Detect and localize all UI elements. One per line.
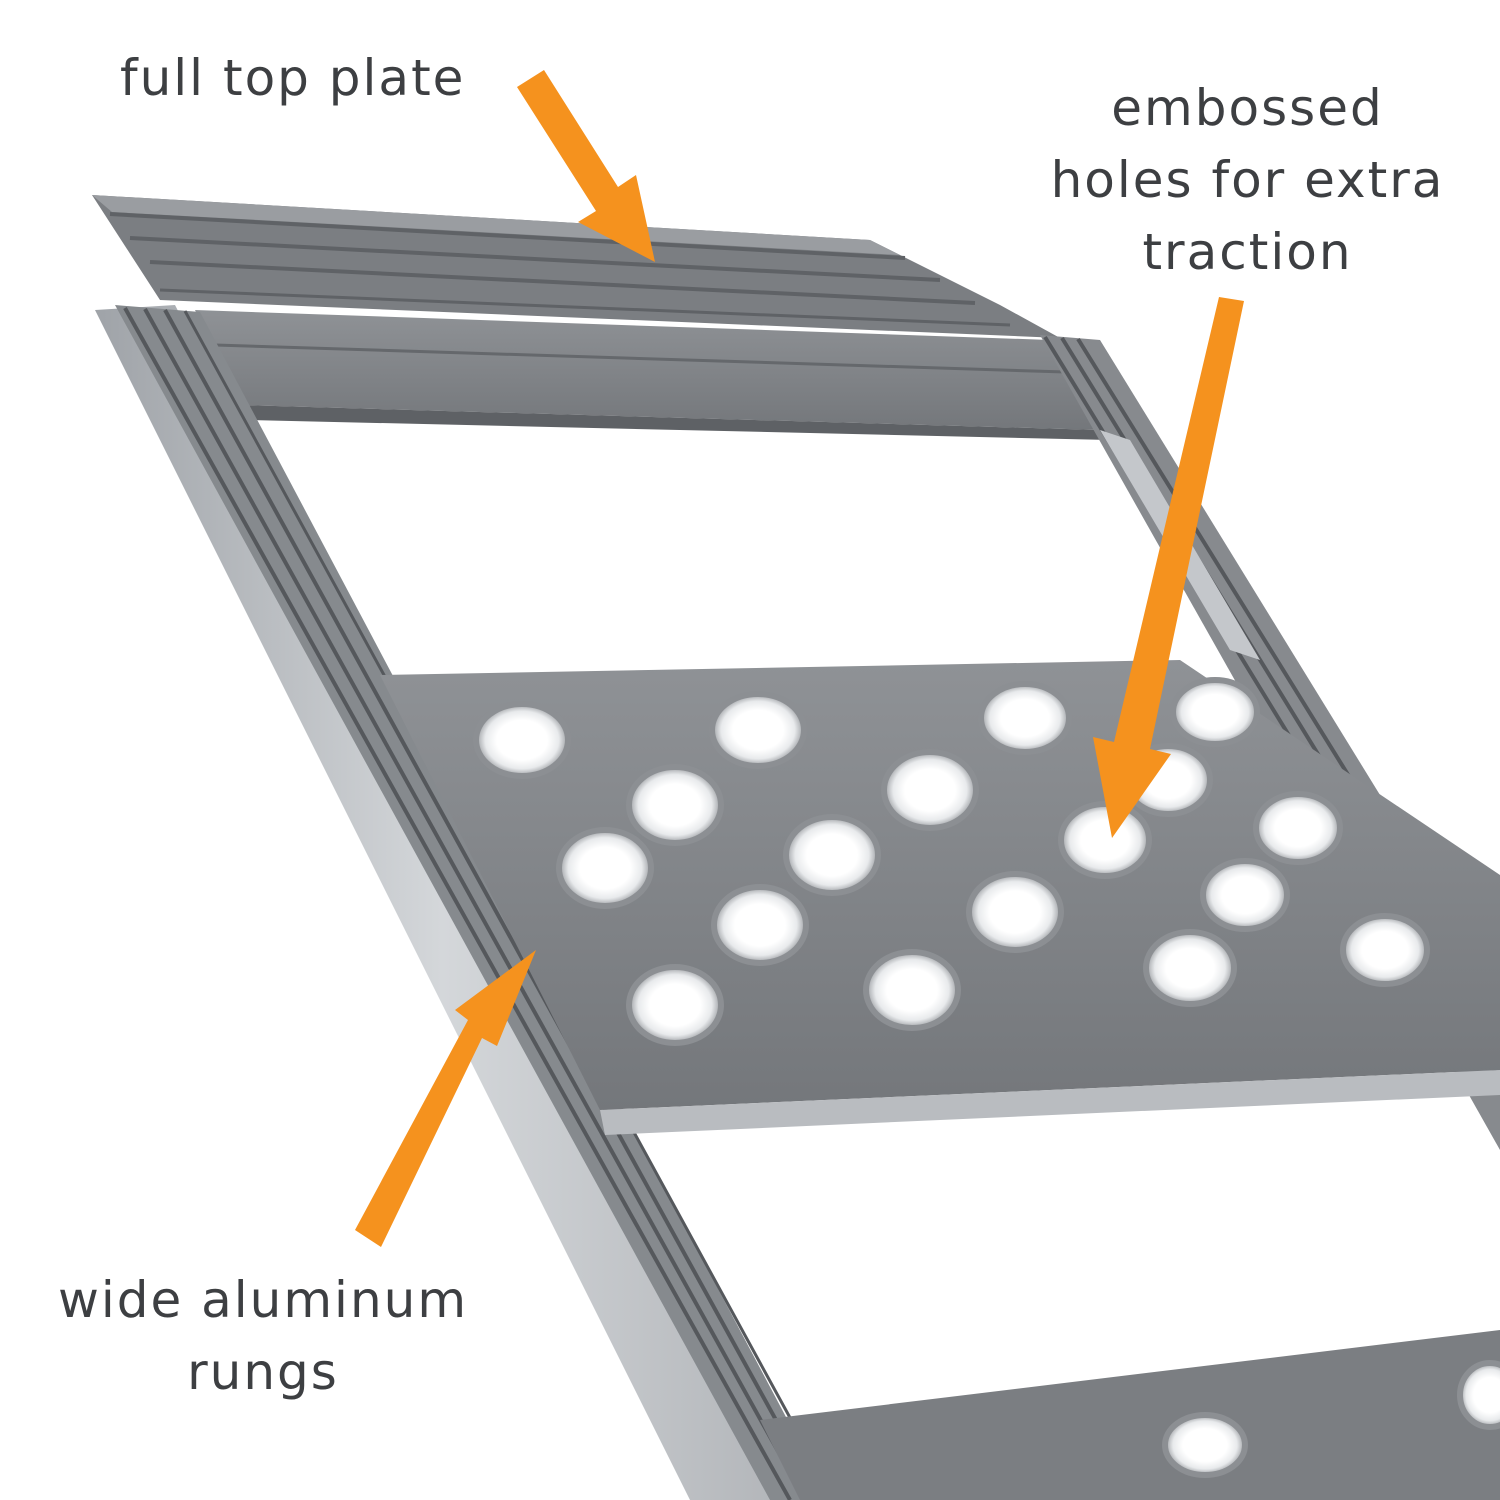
rung-bottom [760,1330,1500,1500]
hole [783,814,881,896]
hole [626,764,724,846]
hole-grid [473,677,1500,1478]
label-line: wide aluminum [57,1271,469,1329]
arrow-top-plate [517,70,655,262]
hole [966,871,1064,953]
label-full-top-plate: full top plate [120,42,500,114]
hole [711,884,809,966]
left-rail [95,305,837,1500]
rung-top [195,310,1110,440]
label-wide-aluminum-rungs: wide aluminum rungs [38,1264,488,1408]
hole [626,964,724,1046]
hole [1162,1412,1248,1478]
hole [1253,791,1343,865]
hole [1143,929,1237,1007]
hole [556,827,654,909]
label-line: embossed [1111,79,1384,137]
label-line: holes for extra [1050,151,1445,209]
hole [1170,677,1260,747]
hole [473,701,571,779]
label-embossed-holes: embossed holes for extra traction [1030,72,1465,288]
hole [709,691,807,769]
hole [1200,858,1290,932]
hole [978,681,1072,755]
arrow-rungs [355,950,536,1247]
hole [1457,1360,1500,1430]
label-line: full top plate [120,49,466,107]
hole [1058,801,1152,879]
label-line: rungs [187,1343,339,1401]
top-plate [92,195,1060,338]
hole [1340,913,1430,987]
arrow-embossed-holes [1093,297,1244,838]
label-line: traction [1142,223,1353,281]
hole [863,949,961,1031]
hole [881,749,979,831]
